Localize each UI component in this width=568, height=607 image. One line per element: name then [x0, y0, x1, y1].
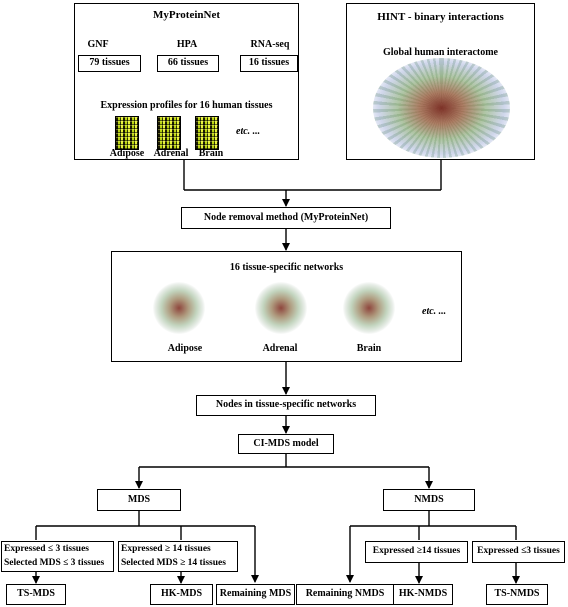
- hk-mds-output: HK-MDS: [150, 584, 213, 605]
- tissue-label-adrenal: Adrenal: [153, 148, 189, 159]
- source-tissues-rnaseq: 16 tissues: [240, 55, 298, 72]
- ts-mds-criteria-box: [1, 541, 114, 572]
- etc-label-networks: etc. ...: [422, 306, 447, 317]
- ci-mds-model-box: CI-MDS model: [238, 434, 334, 454]
- network-adipose: [153, 282, 205, 334]
- ts-mds-output: TS-MDS: [6, 584, 66, 605]
- source-tissues-hpa: 66 tissues: [157, 55, 219, 72]
- network-label-brain: Brain: [356, 343, 382, 354]
- remaining-nmds-output: Remaining NMDS: [296, 584, 394, 605]
- network-adrenal: [255, 282, 307, 334]
- network-label-adipose: Adipose: [167, 343, 203, 354]
- ts-mds-criteria-line2: Selected MDS ≤ 3 tissues: [4, 558, 105, 568]
- nodes-box: Nodes in tissue-specific networks: [196, 395, 376, 416]
- hk-mds-criteria-box: [118, 541, 238, 572]
- hk-nmds-criteria-box: Expressed ≥14 tissues: [365, 541, 468, 563]
- tissue-label-brain: Brain: [198, 148, 224, 159]
- network-brain: [343, 282, 395, 334]
- ts-mds-criteria-line1: Expressed ≤ 3 tissues: [4, 544, 90, 554]
- myproteinnet-title: MyProteinNet: [153, 9, 220, 21]
- hk-mds-criteria-line2: Selected MDS ≥ 14 tissues: [121, 558, 226, 568]
- hk-mds-criteria-line1: Expressed ≥ 14 tissues: [121, 544, 211, 554]
- hint-title: HINT - binary interactions: [377, 11, 504, 23]
- hint-subtitle: Global human interactome: [383, 47, 498, 58]
- ts-nmds-criteria-box: Expressed ≤3 tissues: [472, 541, 565, 563]
- myproteinnet-box: [74, 3, 299, 160]
- etc-label-top: etc. ...: [236, 126, 261, 137]
- source-tissues-gnf: 79 tissues: [78, 55, 141, 72]
- heatmap-adrenal: [157, 116, 181, 150]
- tissue-label-adipose: Adipose: [109, 148, 145, 159]
- source-name-gnf: GNF: [87, 39, 109, 50]
- heatmap-adipose: [115, 116, 139, 150]
- global-interactome-network: [373, 58, 510, 158]
- source-name-hpa: HPA: [176, 39, 198, 50]
- network-label-adrenal: Adrenal: [262, 343, 298, 354]
- heatmap-brain: [195, 116, 219, 150]
- remaining-mds-output: Remaining MDS: [216, 584, 295, 605]
- nmds-box: NMDS: [383, 489, 475, 511]
- tissue-networks-title: 16 tissue-specific networks: [229, 262, 344, 273]
- node-removal-box: Node removal method (MyProteinNet): [181, 207, 391, 229]
- mds-box: MDS: [97, 489, 181, 511]
- ts-nmds-output: TS-NMDS: [486, 584, 548, 605]
- hk-nmds-output: HK-NMDS: [393, 584, 453, 605]
- expression-profiles-label: Expression profiles for 16 human tissues: [100, 100, 273, 111]
- source-name-rnaseq: RNA-seq: [250, 39, 290, 50]
